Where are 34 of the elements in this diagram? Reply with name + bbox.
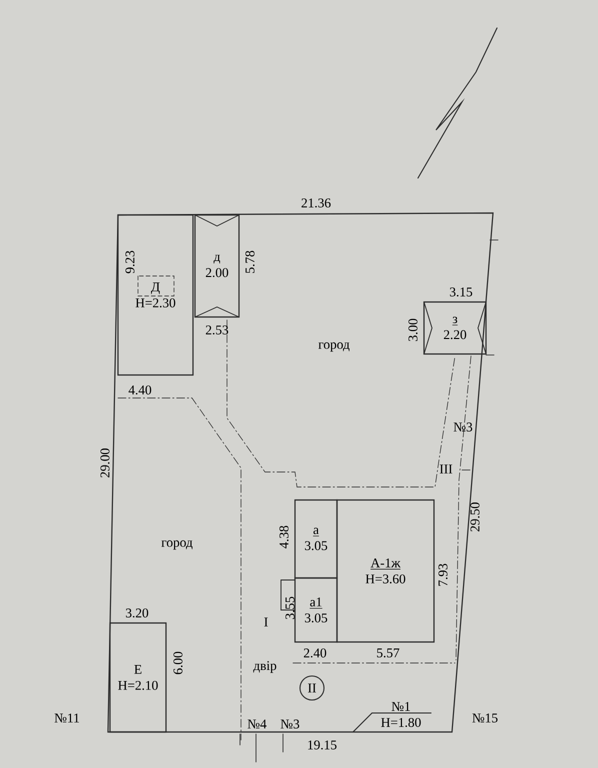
dimension-label: 6.00 xyxy=(173,652,183,674)
plan-label: №3 xyxy=(280,720,300,728)
dimension-label: 2.40 xyxy=(304,648,326,658)
dimension-label: 4.38 xyxy=(279,526,289,548)
dimension-label: 5.78 xyxy=(245,250,255,273)
plan-label: город xyxy=(318,342,350,352)
building-box: д 2.00 xyxy=(194,214,240,318)
building-box: а 3.05 xyxy=(294,499,338,579)
building-box: А-1ж Н=3.60 xyxy=(336,499,435,643)
plan-label: №4 xyxy=(248,720,266,728)
dimension-label: 7.93 xyxy=(438,564,448,586)
dimension-label: 3.15 xyxy=(450,288,472,297)
building-box: II xyxy=(299,675,325,701)
dimension-label: 3.20 xyxy=(126,608,148,618)
dimension-label: 3.55 xyxy=(286,596,294,620)
dimension-label: 19.15 xyxy=(308,740,336,750)
dimension-label: 5.57 xyxy=(377,648,400,658)
dimension-label: 29.50 xyxy=(470,502,480,532)
plan-label: двір xyxy=(253,661,276,673)
building-box: Е Н=2.10 xyxy=(109,622,167,733)
plan-label: №15 xyxy=(472,714,498,722)
dimension-label: 9.23 xyxy=(126,250,134,274)
dimension-label: 29.00 xyxy=(100,448,110,478)
plan-label: город xyxy=(161,540,192,550)
plan-label: I xyxy=(264,618,268,626)
dimension-label: 21.36 xyxy=(302,198,331,208)
building-box: №1 Н=1.80 xyxy=(352,702,432,733)
dimension-label: 2.53 xyxy=(206,326,228,335)
dimension-label: 3.00 xyxy=(408,318,418,342)
plan-label: III xyxy=(440,464,452,474)
building-box: а1 3.05 xyxy=(294,577,338,643)
building-box: з 2.20 xyxy=(423,301,487,355)
plan-label: №3 xyxy=(454,422,472,432)
plan-label: №11 xyxy=(54,714,79,722)
